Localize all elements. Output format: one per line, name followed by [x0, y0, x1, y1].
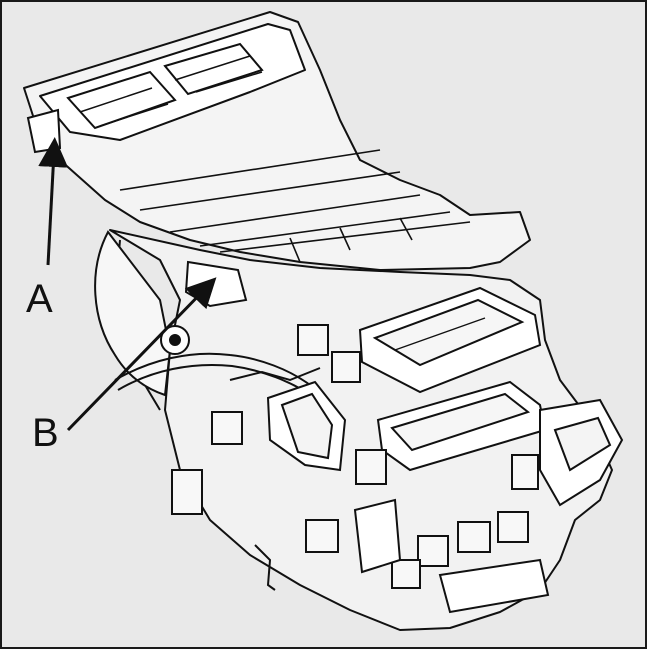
side-duct — [539, 398, 624, 507]
lower-bracket — [254, 498, 550, 614]
blower-scroll — [94, 230, 190, 397]
callout-a-arrow — [38, 137, 69, 266]
top-ribs — [119, 149, 471, 263]
side-pipe — [26, 108, 62, 154]
air-inlet-opening — [266, 380, 347, 472]
callout-a-label: A — [26, 277, 53, 321]
upper-right-outlet — [358, 286, 542, 394]
vent-openings — [66, 42, 264, 130]
callout-b-arrow — [66, 277, 217, 432]
connectors — [171, 324, 539, 589]
callout-b: B — [32, 277, 217, 455]
callout-a: A — [26, 137, 69, 321]
wiring-harness — [114, 352, 321, 397]
callout-b-label: B — [32, 411, 59, 455]
upper-duct-housing — [23, 11, 531, 271]
lower-right-outlet — [376, 380, 547, 472]
